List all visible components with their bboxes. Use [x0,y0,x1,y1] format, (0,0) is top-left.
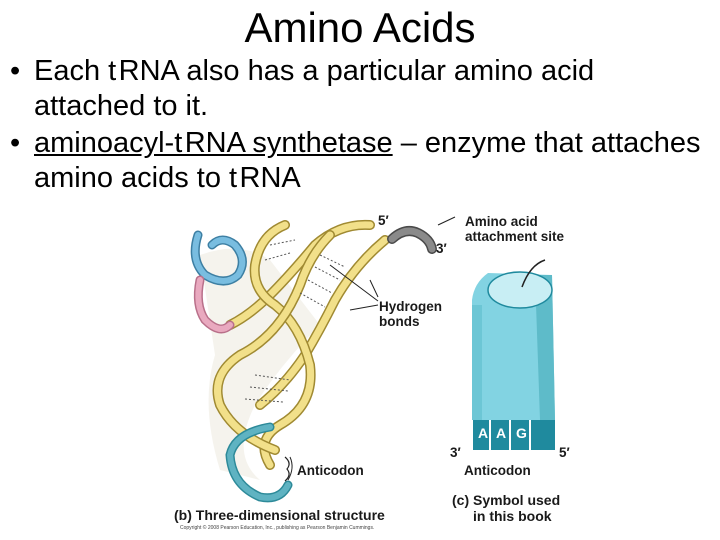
bullet-list: • Each t RNA also has a particular amino… [10,54,710,198]
label-anticodon-3d: Anticodon [297,463,364,478]
copyright-text: Copyright © 2008 Pearson Education, Inc.… [180,525,374,531]
symbol-base-2: A [496,426,506,441]
label-5prime-symbol: 5′ [559,445,570,460]
bullet-item: • aminoacyl-t RNA synthetase – enzyme th… [10,126,710,196]
caption-three-dimensional: (b) Three-dimensional structure [174,508,385,523]
label-3prime-symbol: 3′ [450,445,461,460]
label-anticodon-symbol: Anticodon [464,463,531,478]
trna-symbol [472,260,555,450]
trna-illustration [160,205,580,535]
bullet-item: • Each t RNA also has a particular amino… [10,54,710,124]
bullet-text: Each t RNA also has a particular amino a… [34,55,594,122]
symbol-base-3: G [516,426,527,441]
label-hbonds-1: Hydrogen [379,299,442,314]
label-attachment-1: Amino acid [465,214,538,229]
label-5prime-top: 5′ [378,213,389,228]
bullet-marker: • [10,54,20,89]
term-aminoacyl-trna-synthetase: aminoacyl-t RNA synthetase [34,127,393,159]
trna-figure: 5′ 3′ Amino acid attachment site Hydroge… [160,205,580,535]
caption-symbol-2: in this book [473,509,552,524]
label-hbonds-2: bonds [379,314,420,329]
label-3prime-top: 3′ [436,241,447,256]
bullet-marker: • [10,126,20,161]
slide-title: Amino Acids [0,4,720,52]
label-attachment-2: attachment site [465,229,564,244]
caption-symbol-1: (c) Symbol used [452,493,560,508]
symbol-base-1: A [478,426,488,441]
